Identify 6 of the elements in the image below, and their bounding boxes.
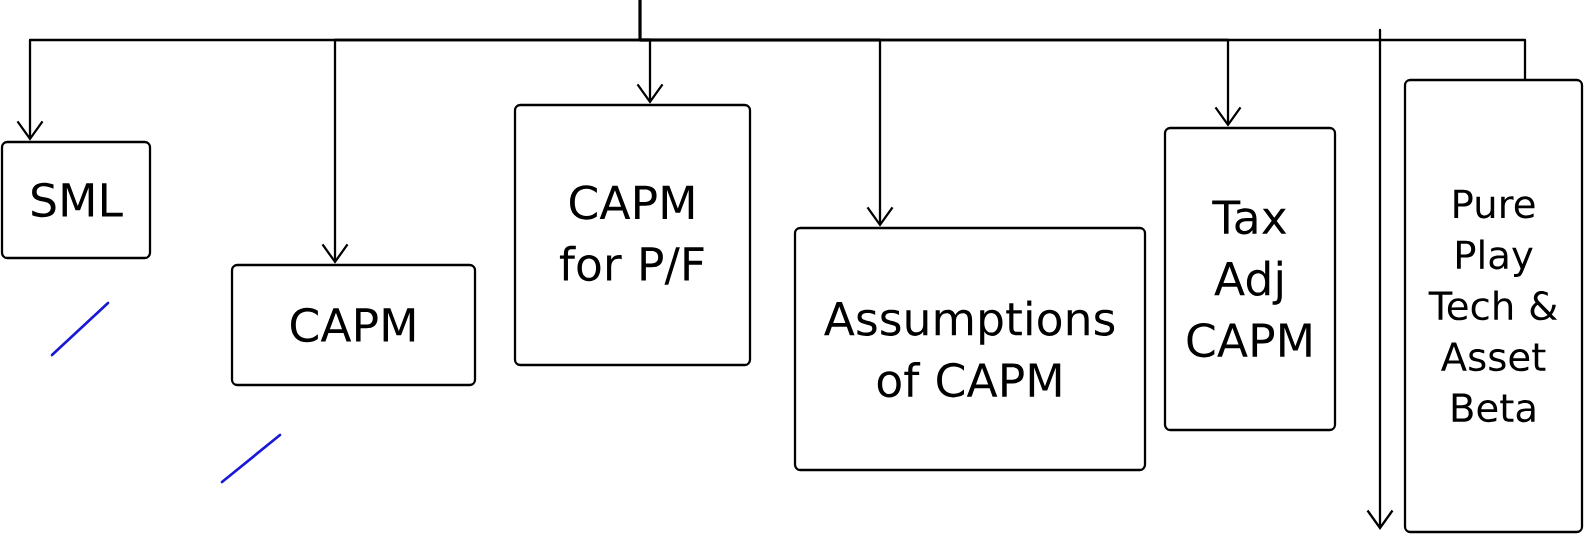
process-box: Assumptions of CAPM <box>793 226 1147 472</box>
process-box: SML <box>0 140 152 260</box>
process-box: Tax Adj CAPM <box>1163 126 1337 432</box>
process-box: Pure Play Tech & Asset Beta <box>1403 78 1584 534</box>
process-box: CAPM <box>230 263 477 387</box>
process-box: CAPM for P/F <box>513 103 752 367</box>
